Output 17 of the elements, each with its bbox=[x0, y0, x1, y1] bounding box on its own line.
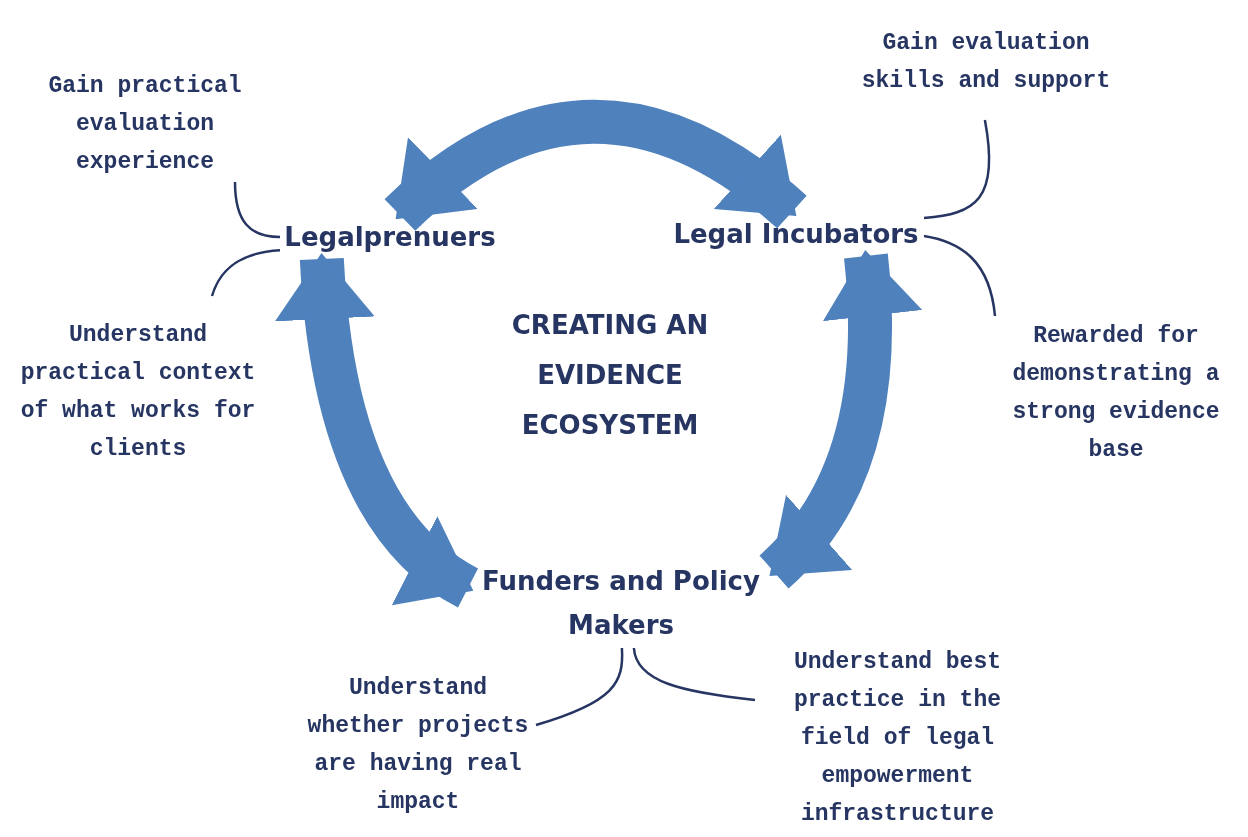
leader-line bbox=[210, 248, 281, 297]
leader-line bbox=[632, 647, 756, 702]
benefit-note: Gain evaluation skills and support bbox=[850, 4, 1122, 120]
leader-line bbox=[923, 234, 997, 317]
benefit-note: Rewarded for demonstrating a strong evidence base bbox=[985, 316, 1247, 470]
benefit-note: Gain practical evaluation experience bbox=[15, 66, 275, 182]
leader-line bbox=[535, 647, 624, 727]
stakeholder-label: Legal Incubators bbox=[668, 212, 924, 256]
leader-line bbox=[923, 119, 991, 220]
curved-arrow bbox=[276, 253, 480, 607]
curved-arrow bbox=[385, 99, 806, 232]
center-title: CREATING AN EVIDENCE ECOSYSTEM bbox=[510, 309, 710, 442]
stakeholder-label: Legalprenuers bbox=[280, 215, 500, 259]
leader-line bbox=[233, 181, 281, 239]
curved-arrow bbox=[758, 250, 921, 588]
benefit-note: Understand whether projects are having real impact bbox=[300, 650, 536, 837]
benefit-note: Understand practical context of what works for clients bbox=[2, 296, 274, 488]
